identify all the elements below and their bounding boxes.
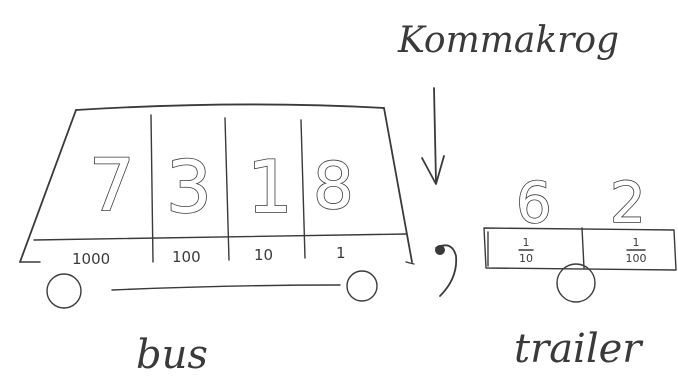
bus-wheel-right	[346, 270, 378, 302]
bus-digit-tens: 1	[247, 145, 293, 229]
svg-text:100: 100	[626, 252, 647, 265]
svg-text:1: 1	[523, 236, 530, 249]
trailer-wheel	[556, 263, 596, 303]
bus-place-tens: 10	[254, 246, 273, 264]
bus-place-hundreds: 100	[172, 248, 201, 266]
decimal-hook-label: Kommakrog	[397, 20, 619, 61]
svg-text:10: 10	[519, 252, 533, 265]
bus-digit-hundreds: 3	[166, 145, 212, 229]
trailer-label: trailer	[514, 326, 644, 372]
svg-text:1: 1	[633, 236, 640, 249]
bus-place-ones: 1	[336, 244, 346, 262]
bus-wheel-left	[46, 273, 82, 309]
decimal-hook-icon	[435, 244, 458, 297]
trailer-place-tenths: 1 10	[518, 236, 534, 265]
bus-body	[19, 103, 415, 291]
down-arrow-icon	[421, 87, 445, 185]
bus-digit-thousands: 7	[89, 143, 135, 227]
trailer-place-hundredths: 1 100	[626, 236, 647, 265]
bus-label: bus	[136, 332, 208, 378]
bus-place-thousands: 1000	[72, 250, 110, 268]
trailer-body	[483, 227, 677, 271]
bus-digit-ones: 8	[313, 150, 354, 224]
trailer-digit-hundredths: 2	[610, 171, 646, 236]
trailer-digit-tenths: 6	[516, 171, 552, 236]
